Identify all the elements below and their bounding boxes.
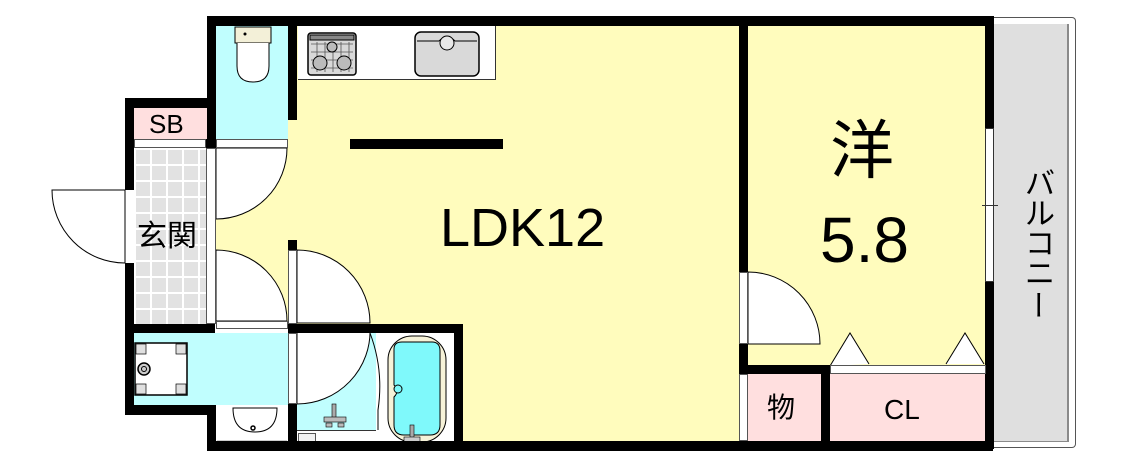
wall [288,240,297,250]
wall [739,344,748,374]
storage-room [748,374,822,446]
wall [207,16,216,149]
wall [207,441,993,451]
entrance-step [206,148,216,324]
western-door-frame [739,272,748,344]
balcony-char: コ [1025,228,1055,261]
balcony-char: ル [1025,198,1055,231]
western-room-size: 5.8 [820,204,909,276]
wall [125,324,215,333]
balcony-label: バ ル コ ニ ー [1019,168,1060,321]
bathroom-door-frame [288,333,297,404]
closet-door-frame [830,365,986,374]
wall [288,404,297,444]
wall [125,263,134,415]
balcony-char: ニ [1025,258,1055,291]
wall [985,282,994,449]
wall [125,98,216,108]
closet-room [830,374,986,446]
western-door-swing [747,271,821,345]
ldk-door-frame [288,250,297,324]
balcony-floor-fill [993,24,1069,442]
wall [206,139,216,148]
hall-opening [288,120,297,240]
wall [739,16,748,272]
closet-label: CL [884,394,920,425]
stove-icon [307,32,357,76]
shoe-box-shelf [134,139,206,148]
wall [821,365,830,449]
washroom-door-swing [215,249,288,322]
washroom-door-frame [216,321,288,329]
toilet-door-swing [215,147,288,220]
wall [739,365,830,374]
wall [125,98,134,190]
entrance-door-swing [51,189,126,264]
balcony-char: ー [1019,290,1052,320]
washing-machine-pan-icon [134,342,188,396]
storage-door-frame [739,374,748,441]
ldk-label: LDK12 [440,198,606,258]
wall [454,324,463,449]
shoe-box-label: SB [149,109,184,139]
wall [125,405,216,415]
entrance-label: 玄関 [137,219,197,254]
sink-icon [414,31,480,77]
ldk-partition-bar [350,139,503,149]
bathroom-door-swing [296,327,371,405]
wall [985,16,994,128]
western-room-kanji: 洋 [830,115,894,189]
closet-door-left [829,332,870,367]
wash-basin-icon [217,406,287,442]
entrance-floor [134,148,206,324]
window-divider [982,205,998,206]
wall [207,16,993,26]
closet-door-right [945,332,985,365]
toilet-icon [234,26,272,83]
wall [207,405,216,451]
shower-faucet-icon [323,403,347,428]
wall [288,324,458,333]
storage-label: 物 [767,391,796,424]
wall [288,16,297,120]
toilet-door-frame [216,139,288,148]
ldk-door-swing [296,249,371,324]
bathtub-icon [387,335,447,443]
balcony-char: バ [1025,168,1055,201]
shoe-box [134,108,208,139]
